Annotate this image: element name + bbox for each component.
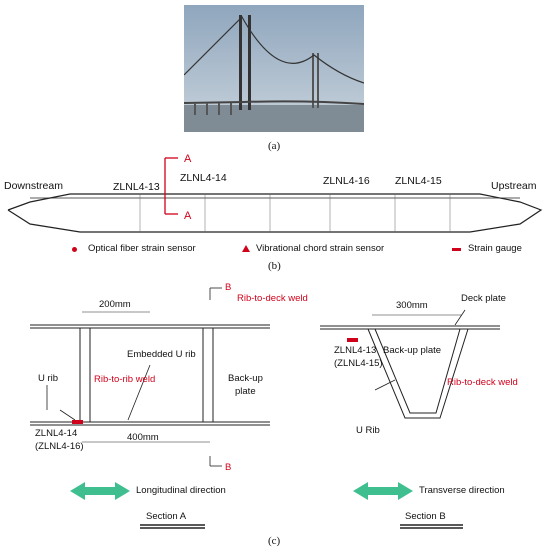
downstream-label: Downstream [4,180,63,192]
gauge-label-right-2: (ZLNL4-15) [334,358,383,369]
section-a-label: Section A [146,511,187,522]
rib-to-rib-weld: Rib-to-rib weld [94,374,156,385]
legend-optical: Optical fiber strain sensor [88,243,196,254]
longitudinal-arrow-icon [70,482,130,500]
embedded-u-rib-label: Embedded U rib [127,349,196,360]
strain-gauge-right [347,338,358,342]
longitudinal-direction: Longitudinal direction [136,485,226,496]
dim-400mm: 400mm [127,432,159,443]
sensor-zlnl4-15: ZLNL4-15 [395,175,442,187]
dim-300mm: 300mm [396,300,428,311]
triangle-marker-icon [242,245,250,252]
section-a-mark-bottom: A [184,210,192,222]
section-a-mark-top: A [184,153,192,165]
sensor-zlnl4-16: ZLNL4-16 [323,175,370,187]
u-rib-label-left: U rib [38,373,59,384]
u-rib-label-right: U Rib [356,425,380,436]
strain-gauge-left [72,420,83,424]
gauge-label-left-2: (ZLNL4-16) [35,441,84,452]
backup-label-left-1: Back-up [228,373,263,384]
backup-label-left-2: plate [235,386,256,397]
caption-a: (a) [268,140,281,152]
legend-vibrational: Vibrational chord strain sensor [256,243,385,254]
dot-marker-icon [72,247,77,252]
deck-plate-label: Deck plate [461,293,506,304]
transverse-arrow-icon [353,482,413,500]
legend-strain-gauge: Strain gauge [468,243,522,254]
bar-marker-icon [452,248,461,251]
bridge-photo [184,5,364,132]
sensor-zlnl4-13: ZLNL4-13 [113,181,160,193]
caption-b: (b) [268,260,281,272]
upstream-label: Upstream [491,180,537,192]
sensor-zlnl4-14: ZLNL4-14 [180,172,227,184]
box-girder-section: A A [7,153,543,233]
caption-c: (c) [268,535,281,547]
section-b-mark-bottom: B [225,462,232,473]
section-b-label: Section B [405,511,446,522]
dim-200mm: 200mm [99,299,131,310]
section-b-mark-top: B [225,282,232,293]
rib-to-deck-weld-left: Rib-to-deck weld [237,293,308,304]
gauge-label-right-1: ZLNL4-13 [334,345,377,356]
backup-plate-label: Back-up plate [383,345,442,356]
section-details [30,287,500,529]
transverse-direction: Transverse direction [419,485,505,496]
rib-to-deck-weld-right: Rib-to-deck weld [447,377,518,388]
gauge-label-left-1: ZLNL4-14 [35,428,78,439]
